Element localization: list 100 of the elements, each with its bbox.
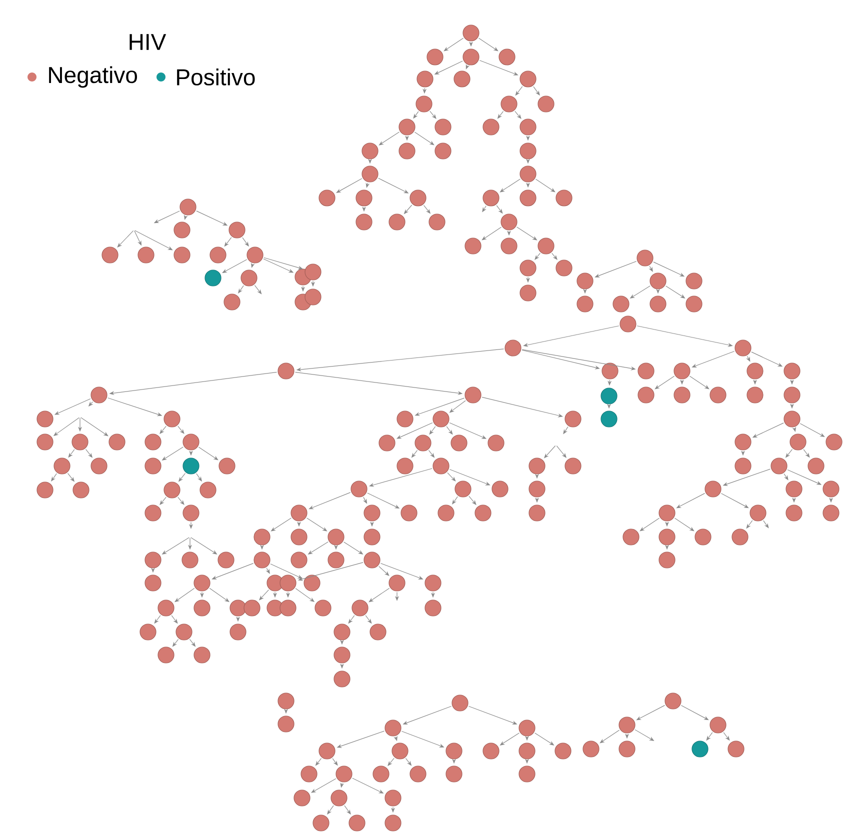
network-node — [182, 504, 200, 522]
network-node — [520, 166, 536, 182]
network-node — [328, 552, 344, 568]
network-node — [462, 48, 480, 66]
arrow — [600, 730, 620, 744]
network-node — [174, 246, 190, 264]
network-node — [498, 48, 516, 66]
network-node — [194, 646, 210, 664]
network-node — [674, 362, 690, 380]
network-node — [520, 142, 536, 160]
network-node — [410, 190, 426, 206]
network-node — [784, 362, 800, 380]
network-node — [194, 600, 210, 616]
network-node — [328, 528, 344, 546]
network-node — [658, 504, 676, 522]
arrow — [366, 182, 370, 188]
arrow — [368, 588, 390, 602]
network-node — [452, 694, 468, 712]
network-node — [464, 238, 482, 254]
network-node — [770, 458, 788, 474]
network-node — [398, 142, 416, 160]
network-node — [618, 740, 636, 758]
network-node — [734, 434, 752, 450]
network-node — [278, 716, 294, 732]
network-node — [786, 504, 802, 522]
arrow — [674, 518, 694, 532]
network-node — [356, 214, 372, 230]
network-node — [388, 574, 406, 592]
network-node — [290, 528, 308, 546]
network-node — [392, 742, 408, 760]
network-node — [348, 814, 366, 832]
network-node — [90, 458, 108, 474]
network-node — [636, 250, 654, 266]
network-node — [518, 742, 536, 760]
network-node — [746, 362, 764, 380]
network-node — [462, 24, 480, 42]
network-node — [254, 552, 270, 568]
network-node — [36, 434, 54, 450]
network-node — [290, 552, 308, 568]
arrow — [198, 446, 218, 460]
network-node — [446, 742, 462, 760]
network-node — [384, 814, 402, 832]
network-node — [750, 504, 766, 522]
arrow — [80, 417, 108, 436]
network-node — [446, 766, 462, 782]
network-node — [144, 458, 162, 474]
network-node — [732, 528, 748, 546]
network-node — [520, 260, 536, 276]
network-node — [140, 624, 156, 640]
network-node — [710, 716, 726, 734]
network-node — [364, 552, 380, 568]
network-node — [674, 386, 690, 404]
network-node — [556, 190, 572, 206]
network-node — [174, 222, 190, 238]
network-node — [54, 458, 70, 474]
network-node — [254, 528, 270, 546]
network-node — [182, 552, 198, 568]
network-node — [482, 190, 500, 206]
network-node — [230, 624, 246, 640]
network-node — [290, 504, 308, 522]
network-node — [278, 362, 294, 380]
network-node — [210, 246, 226, 264]
network-node — [520, 190, 536, 206]
network-node — [280, 574, 296, 592]
network-node — [428, 214, 446, 230]
network-node — [564, 410, 582, 428]
network-node — [664, 692, 682, 710]
network-node — [746, 386, 764, 404]
arrow — [654, 376, 675, 390]
network-node — [102, 246, 118, 264]
network-node — [312, 814, 330, 832]
network-node — [334, 670, 350, 688]
arrow — [336, 178, 362, 193]
network-node — [304, 574, 320, 592]
network-node — [138, 246, 154, 264]
network-node — [520, 284, 536, 302]
network-node — [144, 552, 162, 568]
network-node — [396, 410, 414, 428]
network-node — [194, 574, 210, 592]
network-node — [564, 458, 582, 474]
network-node — [334, 646, 350, 664]
arrow — [254, 285, 262, 294]
network-node — [144, 434, 162, 450]
arrow — [535, 178, 556, 192]
network-node — [246, 246, 264, 264]
network-node — [658, 528, 676, 546]
network-node — [336, 766, 352, 782]
network-node — [176, 624, 192, 640]
network-node — [362, 142, 378, 160]
network-node — [790, 434, 806, 450]
network-node — [500, 96, 518, 112]
network-node — [158, 646, 174, 664]
network-node — [352, 600, 368, 616]
network-node — [650, 296, 666, 312]
network-node — [318, 190, 336, 206]
network-node — [280, 600, 296, 616]
network-node — [434, 142, 452, 160]
network-node — [204, 270, 222, 286]
network-node — [488, 434, 504, 452]
network-node — [464, 386, 482, 404]
